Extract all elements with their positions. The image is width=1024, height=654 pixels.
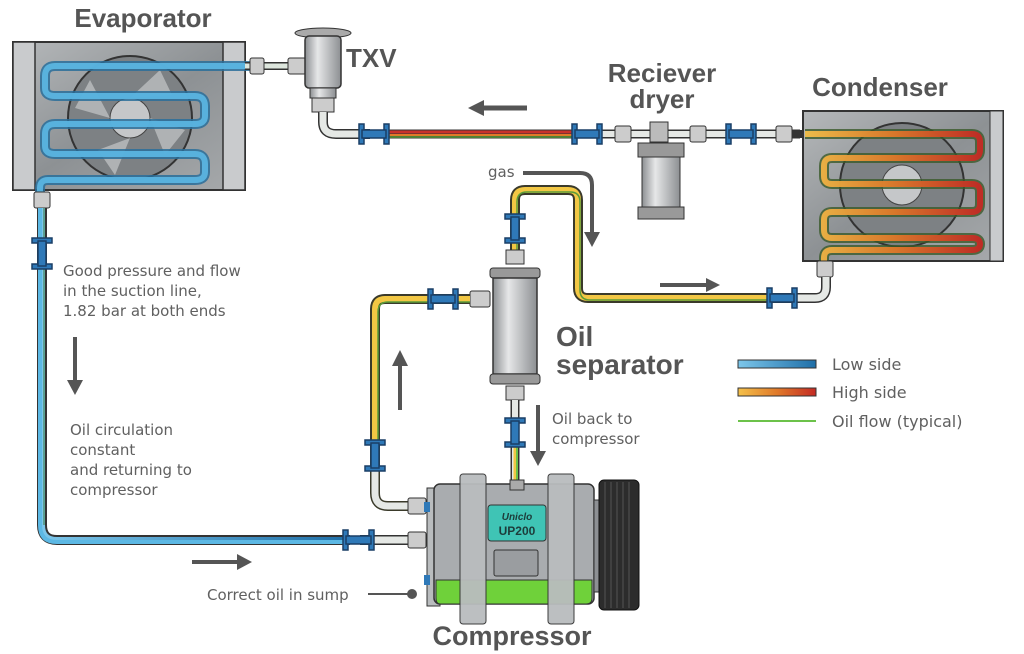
service-fitting — [31, 237, 53, 270]
discharge-line — [510, 185, 831, 303]
condenser-label: Condenser — [812, 72, 948, 102]
condenser — [775, 110, 1004, 278]
oil-separator — [469, 249, 541, 401]
arrow-down-icon — [530, 451, 546, 466]
receiver-dryer — [614, 121, 707, 220]
suction-line — [33, 191, 427, 549]
oil-back-label-2: compressor — [552, 430, 640, 448]
arrow-down-icon — [584, 232, 600, 247]
compressor: Uniclo UP200 — [424, 473, 640, 625]
gas-flow-arrow — [523, 171, 594, 235]
oil-separator-label-1: Oil — [556, 321, 593, 352]
suction-note-line-2: in the suction line, — [63, 282, 202, 300]
arrow-down-icon — [67, 380, 83, 395]
suction-note-line-1: Good pressure and flow — [63, 262, 241, 280]
receiver-dryer-label-2: dryer — [629, 84, 694, 114]
arrow-right-icon — [706, 278, 720, 292]
service-fitting — [766, 287, 798, 309]
service-fitting — [504, 213, 526, 244]
sump-pointer-dot — [407, 589, 417, 599]
service-fitting — [571, 123, 603, 145]
legend-swatch-low-side — [737, 359, 817, 369]
legend-label-low-side: Low side — [832, 355, 901, 374]
service-fitting — [504, 417, 526, 448]
oil-circulation-line-2: constant — [70, 441, 135, 459]
service-fitting — [427, 288, 459, 310]
receiver-dryer-label-1: Reciever — [608, 58, 716, 88]
evaporator-label: Evaporator — [74, 3, 211, 33]
compressor-discharge-line — [370, 294, 470, 511]
compressor-model: UP200 — [499, 524, 536, 538]
legend-label-high-side: High side — [832, 383, 907, 402]
sump-note: Correct oil in sump — [207, 586, 349, 604]
service-fitting — [358, 123, 390, 145]
legend: Low side High side Oil flow (typical) — [737, 355, 962, 431]
arrow-right-icon — [237, 554, 252, 570]
oil-circulation-line-3: and returning to — [70, 461, 192, 479]
compressor-brand: Uniclo — [502, 512, 533, 523]
service-fitting — [725, 123, 757, 145]
service-fitting — [342, 529, 375, 551]
compressor-label: Compressor — [432, 621, 592, 651]
suction-note-line-3: 1.82 bar at both ends — [63, 302, 226, 320]
compressor-badge — [487, 504, 547, 542]
legend-swatch-oil-flow — [738, 420, 816, 422]
txv-label: TXV — [346, 43, 397, 73]
txv — [245, 27, 370, 139]
arrow-up-icon — [392, 350, 408, 366]
service-fitting — [364, 439, 386, 472]
oil-back-label-1: Oil back to — [552, 410, 632, 428]
arrow-left-icon — [468, 100, 484, 116]
gas-label: gas — [488, 163, 515, 181]
evaporator — [12, 41, 250, 194]
legend-swatch-high-side — [737, 387, 817, 397]
oil-separator-label-2: separator — [556, 349, 684, 380]
oil-circulation-line-1: Oil circulation — [70, 421, 173, 439]
legend-label-oil-flow: Oil flow (typical) — [832, 412, 962, 431]
oil-circulation-line-4: compressor — [70, 481, 158, 499]
